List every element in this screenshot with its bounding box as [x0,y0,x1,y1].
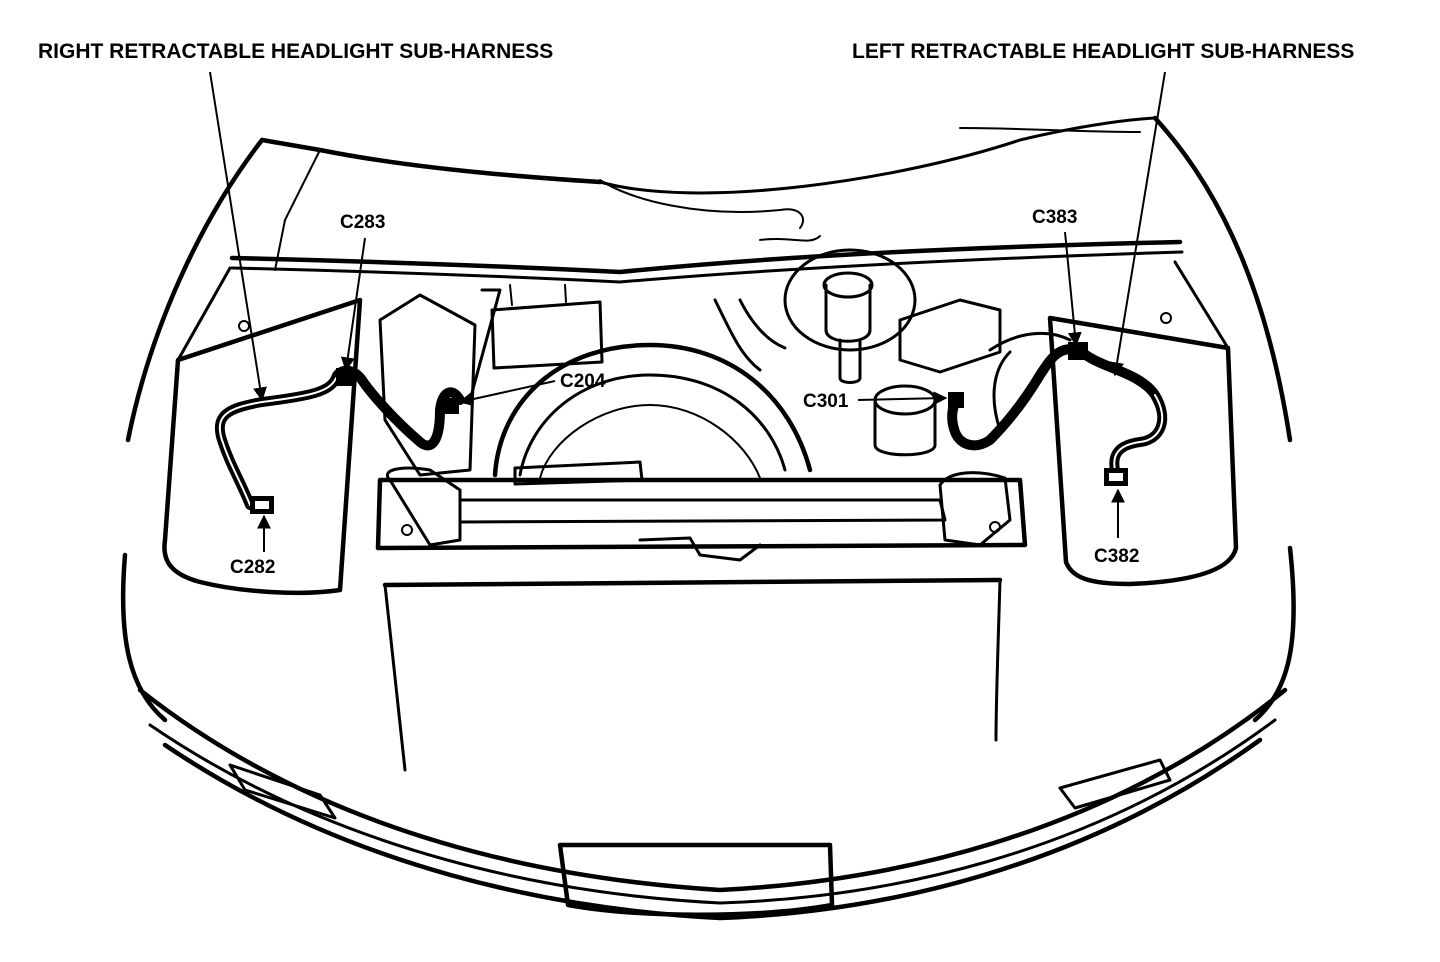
left-headlight-subharness [947,342,1168,486]
cowl-rail [229,235,1184,284]
c301-label: C301 [803,391,849,412]
car-body-outline [120,115,1296,921]
c283-label: C283 [340,212,385,233]
c204-label: C204 [560,371,606,392]
leader-lines [209,71,1166,552]
c382-label: C382 [1094,546,1139,567]
right-subharness-label: RIGHT RETRACTABLE HEADLIGHT SUB-HARNESS [38,40,553,63]
c383-label: C383 [1032,207,1077,228]
c282-label: C282 [230,557,275,578]
right-headlight-subharness [214,365,465,514]
engine-bay-components [238,248,1172,562]
left-subharness-label: LEFT RETRACTABLE HEADLIGHT SUB-HARNESS [852,40,1354,63]
